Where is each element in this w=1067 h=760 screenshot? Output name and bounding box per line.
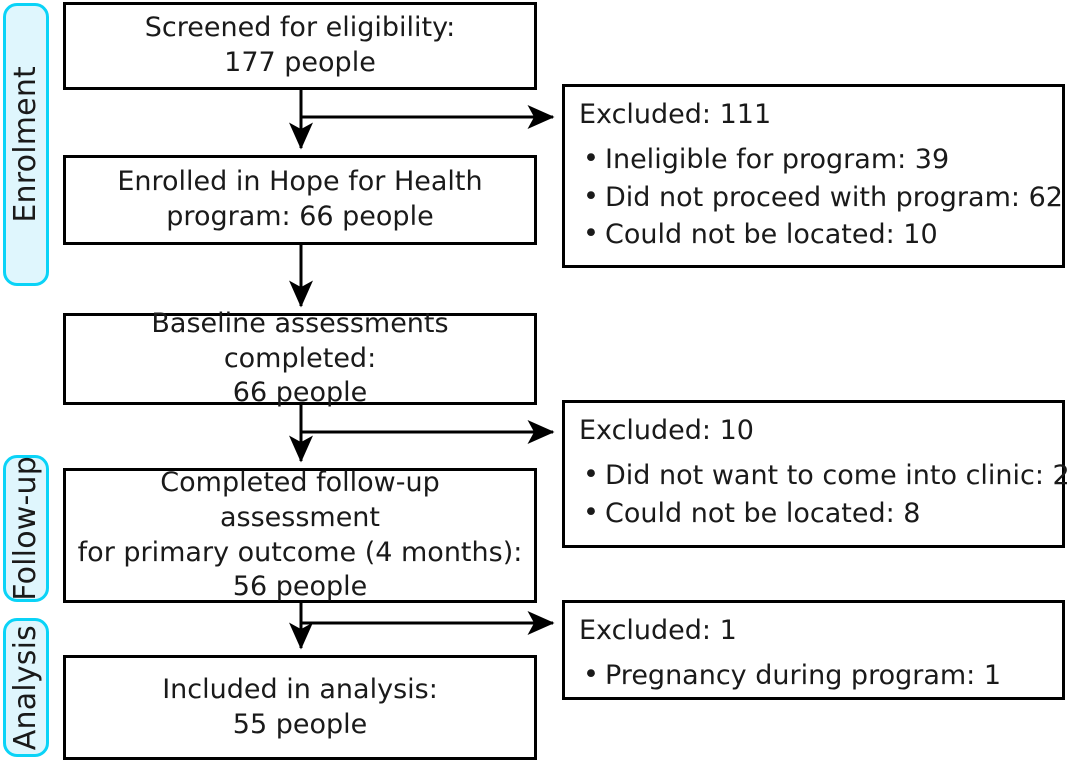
list-item: Could not be located: 8 (579, 494, 1048, 532)
node-analysis[interactable]: Included in analysis: 55 people (63, 655, 537, 760)
exclusion-analysis-reasons: Pregnancy during program: 1 (579, 656, 1048, 694)
node-baseline-text: Baseline assessments completed: 66 peopl… (151, 308, 449, 409)
exclusion-followup-title: Excluded: 10 (579, 415, 754, 446)
list-item: Did not want to come into clinic: 2 (579, 456, 1067, 494)
exclusion-analysis-title: Excluded: 1 (579, 615, 737, 646)
list-item: Did not proceed with program: 62 (579, 178, 1063, 216)
exclusion-followup-reasons: Did not want to come into clinic: 2 Coul… (579, 456, 1067, 532)
list-item: Ineligible for program: 39 (579, 140, 1048, 178)
list-item: Could not be located: 10 (579, 215, 1048, 253)
node-enrolled[interactable]: Enrolled in Hope for Health program: 66 … (63, 155, 537, 245)
stage-tab-enrolment[interactable]: Enrolment (3, 3, 49, 286)
node-enrolled-text: Enrolled in Hope for Health program: 66 … (117, 166, 483, 232)
node-screened-text: Screened for eligibility: 177 people (144, 12, 456, 78)
stage-tab-enrolment-label: Enrolment (8, 66, 43, 223)
exclusion-enrolment-reasons: Ineligible for program: 39 Did not proce… (579, 140, 1063, 253)
exclusion-box-analysis[interactable]: Excluded: 1 Pregnancy during program: 1 (562, 600, 1065, 700)
node-baseline[interactable]: Baseline assessments completed: 66 peopl… (63, 308, 537, 408)
exclusion-box-followup[interactable]: Excluded: 10 Did not want to come into c… (562, 400, 1067, 548)
stage-tab-follow-up-label: Follow-up (8, 456, 43, 601)
node-followup[interactable]: Completed follow-up assessment for prima… (63, 467, 537, 603)
exclusion-box-enrolment[interactable]: Excluded: 111 Ineligible for program: 39… (562, 84, 1065, 268)
stage-tab-analysis[interactable]: Analysis (3, 618, 49, 757)
stage-tab-follow-up[interactable]: Follow-up (3, 455, 49, 602)
node-analysis-text: Included in analysis: 55 people (162, 673, 438, 740)
stage-tab-analysis-label: Analysis (8, 624, 43, 751)
list-item: Pregnancy during program: 1 (579, 656, 1048, 694)
node-followup-text: Completed follow-up assessment for prima… (77, 467, 523, 603)
exclusion-enrolment-title: Excluded: 111 (579, 99, 772, 130)
node-screened[interactable]: Screened for eligibility: 177 people (63, 2, 537, 90)
